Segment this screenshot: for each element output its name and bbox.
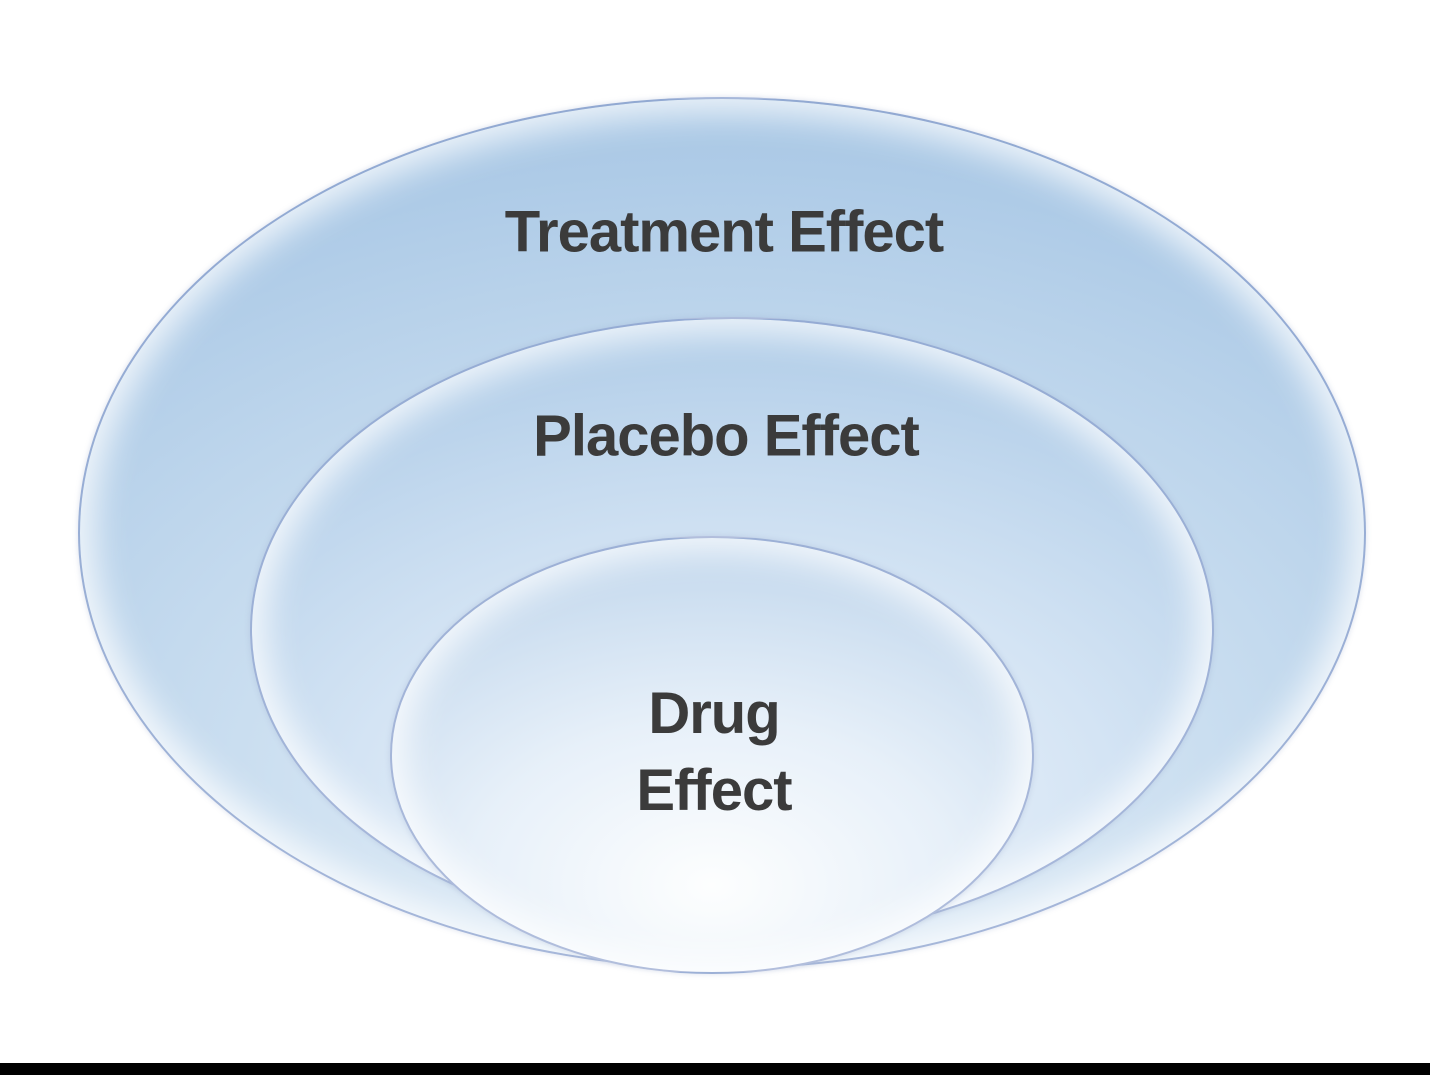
drug-effect-ellipse [390, 536, 1034, 974]
drug-effect-label-line1: Drug [648, 681, 780, 746]
treatment-effect-label: Treatment Effect [504, 199, 944, 265]
drug-effect-label-line2: Effect [636, 758, 792, 823]
drug-effect-label: Drug Effect [636, 675, 792, 829]
placebo-effect-label: Placebo Effect [533, 403, 920, 469]
bottom-black-bar [0, 1063, 1430, 1075]
